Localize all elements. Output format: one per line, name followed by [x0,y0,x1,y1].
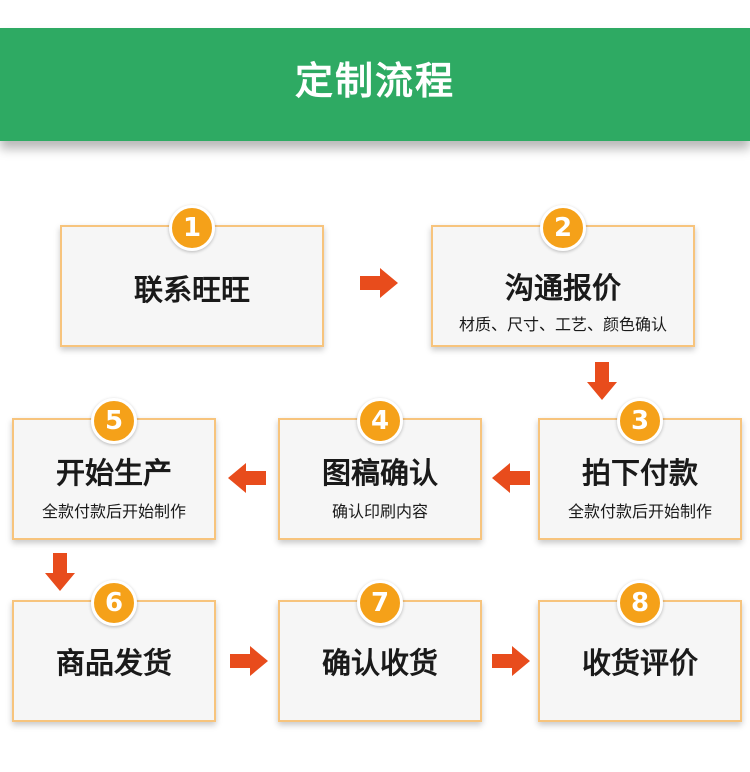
arrow-right-icon [492,646,530,676]
step-3-title: 拍下付款 [581,456,698,490]
step-7-box: 7 确认收货 [278,580,482,722]
arrow-down-icon [587,362,617,400]
arrow-left-icon [228,463,266,493]
step-2-subtitle: 材质、尺寸、工艺、颜色确认 [458,315,667,334]
step-5-title: 开始生产 [55,456,172,490]
step-4-box: 4 图稿确认 确认印刷内容 [278,398,482,540]
step-3-subtitle: 全款付款后开始制作 [567,502,712,521]
step-8-box: 8 收货评价 [538,580,742,722]
arrow-left-icon [492,463,530,493]
step-2-number-badge: 2 [540,205,586,251]
step-4-number-badge: 4 [357,398,403,444]
step-4-subtitle: 确认印刷内容 [331,502,428,521]
step-1-number-badge: 1 [169,205,215,251]
header-banner: 定制流程 [0,28,750,141]
step-7-title: 确认收货 [321,646,438,680]
step-1-box: 1 联系旺旺 [60,205,324,347]
step-5-box: 5 开始生产 全款付款后开始制作 [12,398,216,540]
step-3-box: 3 拍下付款 全款付款后开始制作 [538,398,742,540]
step-6-box: 6 商品发货 [12,580,216,722]
step-2-title: 沟通报价 [504,271,621,305]
step-4-title: 图稿确认 [321,456,438,490]
step-8-number-badge: 8 [617,580,663,626]
step-2-box: 2 沟通报价 材质、尺寸、工艺、颜色确认 [431,205,695,347]
step-6-number-badge: 6 [91,580,137,626]
arrow-right-icon [360,268,398,298]
step-8-title: 收货评价 [581,646,698,680]
step-5-subtitle: 全款付款后开始制作 [41,502,186,521]
step-7-number-badge: 7 [357,580,403,626]
page-title: 定制流程 [294,59,455,103]
step-6-title: 商品发货 [55,646,172,680]
step-1-title: 联系旺旺 [133,273,250,307]
arrow-right-icon [230,646,268,676]
step-3-number-badge: 3 [617,398,663,444]
step-5-number-badge: 5 [91,398,137,444]
arrow-down-icon [45,553,75,591]
